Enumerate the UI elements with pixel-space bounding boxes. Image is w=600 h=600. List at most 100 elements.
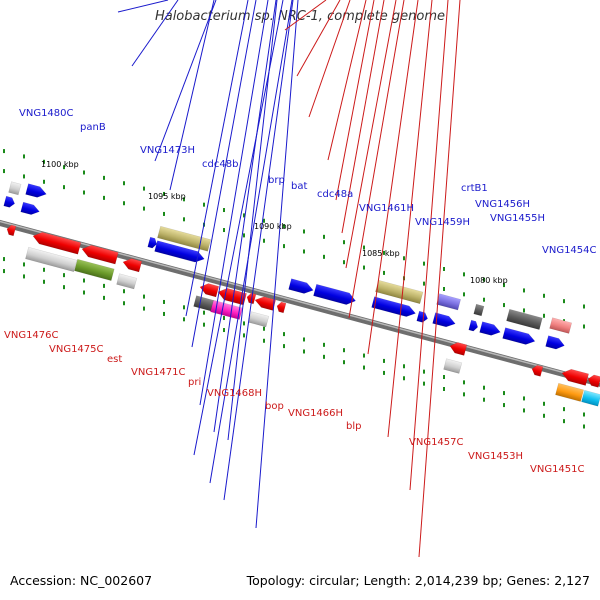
- scale-label: 1095 kbp: [148, 192, 186, 201]
- gene-arrow[interactable]: [468, 319, 479, 332]
- gene-label[interactable]: VNG1457C: [409, 437, 464, 448]
- leader-line: [296, 0, 341, 77]
- gene-block-shape: [506, 308, 543, 330]
- gene-arrow-shape: [154, 240, 205, 263]
- gene-arrow[interactable]: [3, 195, 16, 208]
- gene-arrow[interactable]: [20, 201, 41, 216]
- gene-arrow[interactable]: [147, 236, 158, 249]
- gene-arrow[interactable]: [199, 282, 220, 298]
- gene-arrow-shape: [147, 236, 158, 249]
- gene-block[interactable]: [74, 258, 115, 281]
- leader-line: [409, 0, 449, 491]
- gene-label[interactable]: VNG1454C: [542, 245, 597, 256]
- gene-arrow[interactable]: [276, 301, 287, 314]
- gene-block[interactable]: [506, 308, 543, 330]
- leader-line: [387, 0, 433, 438]
- gene-arrow-shape: [587, 374, 600, 388]
- gene-label[interactable]: VNG1473H: [140, 145, 195, 156]
- gene-block[interactable]: [193, 295, 215, 312]
- gene-block-shape: [549, 317, 573, 334]
- gene-block[interactable]: [581, 389, 600, 407]
- leader-line: [327, 0, 367, 161]
- gene-block[interactable]: [25, 246, 78, 273]
- gene-label[interactable]: VNG1456H: [475, 199, 530, 210]
- gene-block[interactable]: [157, 225, 212, 252]
- gene-arrow[interactable]: [449, 341, 468, 356]
- leader-line: [341, 0, 385, 234]
- gene-label[interactable]: crtB1: [461, 183, 488, 194]
- gene-block[interactable]: [555, 382, 584, 402]
- gene-block[interactable]: [436, 293, 461, 311]
- gene-arrow[interactable]: [531, 364, 544, 377]
- gene-label[interactable]: brp: [268, 175, 285, 186]
- gene-block[interactable]: [248, 311, 270, 328]
- leader-line: [169, 0, 215, 191]
- gene-label[interactable]: VNG1466H: [288, 408, 343, 419]
- gene-label[interactable]: VNG1453H: [468, 451, 523, 462]
- gene-arrow[interactable]: [432, 312, 457, 329]
- gene-label[interactable]: VNG1468H: [207, 388, 262, 399]
- gene-block[interactable]: [8, 181, 22, 196]
- gene-block[interactable]: [473, 303, 485, 317]
- leader-line: [209, 0, 293, 484]
- gene-label[interactable]: cdc48a: [317, 189, 353, 200]
- gene-arrow-shape: [561, 369, 589, 386]
- leader-line: [255, 0, 299, 529]
- leader-line: [345, 0, 397, 269]
- gene-label[interactable]: pri: [188, 377, 201, 388]
- gene-arrow[interactable]: [371, 296, 417, 319]
- gene-label[interactable]: VNG1461H: [359, 203, 414, 214]
- gene-arrow[interactable]: [6, 224, 17, 237]
- genome-title: Halobacterium sp. NRC-1, complete genome: [154, 9, 446, 24]
- gene-arrow[interactable]: [479, 321, 502, 338]
- gene-block[interactable]: [210, 299, 243, 320]
- gene-block[interactable]: [116, 273, 138, 290]
- scale-label: 1100 kbp: [41, 160, 79, 169]
- gene-label[interactable]: VNG1475C: [49, 344, 104, 355]
- gene-arrow-shape: [502, 327, 536, 345]
- gene-arrow[interactable]: [288, 278, 315, 296]
- gene-arrow-shape: [313, 283, 356, 305]
- gene-label[interactable]: bat: [291, 181, 307, 192]
- gene-block[interactable]: [549, 317, 573, 334]
- gene-arrow-shape: [20, 201, 40, 215]
- gene-arrow-shape: [3, 195, 15, 208]
- gene-label[interactable]: VNG1471C: [131, 367, 186, 378]
- gene-label[interactable]: VNG1459H: [415, 217, 470, 228]
- scale-label: 1085 kbp: [362, 249, 400, 258]
- gene-arrow-shape: [479, 321, 501, 336]
- gene-arrow-shape: [432, 312, 456, 328]
- gene-block-shape: [581, 389, 600, 407]
- gene-label[interactable]: est: [107, 354, 122, 365]
- gene-arrow[interactable]: [587, 374, 600, 388]
- gene-arrow[interactable]: [313, 283, 357, 306]
- gene-label[interactable]: VNG1451C: [530, 464, 585, 475]
- gene-arrow[interactable]: [502, 327, 537, 347]
- gene-label[interactable]: bop: [265, 401, 284, 412]
- gene-arrow[interactable]: [154, 240, 206, 265]
- leader-line: [154, 0, 217, 162]
- leader-line: [367, 0, 419, 355]
- gene-block[interactable]: [375, 279, 424, 305]
- gene-label[interactable]: cdc48b: [202, 159, 238, 170]
- leader-line: [418, 0, 461, 558]
- gene-label[interactable]: VNG1455H: [490, 213, 545, 224]
- gene-arrow-shape: [122, 258, 143, 273]
- gene-label[interactable]: blp: [346, 421, 361, 432]
- gene-block-shape: [248, 311, 270, 328]
- gene-arrow[interactable]: [545, 335, 566, 351]
- gene-arrow[interactable]: [25, 183, 48, 200]
- gene-arrow[interactable]: [560, 367, 589, 386]
- gene-arrow-shape: [276, 301, 287, 314]
- gene-arrow-shape: [468, 319, 479, 332]
- leader-line: [117, 0, 169, 13]
- gene-label[interactable]: VNG1476C: [4, 330, 59, 341]
- gene-arrow[interactable]: [122, 257, 143, 273]
- scale-label: 1080 kbp: [470, 276, 508, 285]
- gene-arrow[interactable]: [31, 230, 82, 255]
- gene-label[interactable]: panB: [80, 122, 106, 133]
- gene-block[interactable]: [443, 358, 463, 374]
- gene-label[interactable]: VNG1480C: [19, 108, 74, 119]
- gene-arrow[interactable]: [80, 243, 119, 265]
